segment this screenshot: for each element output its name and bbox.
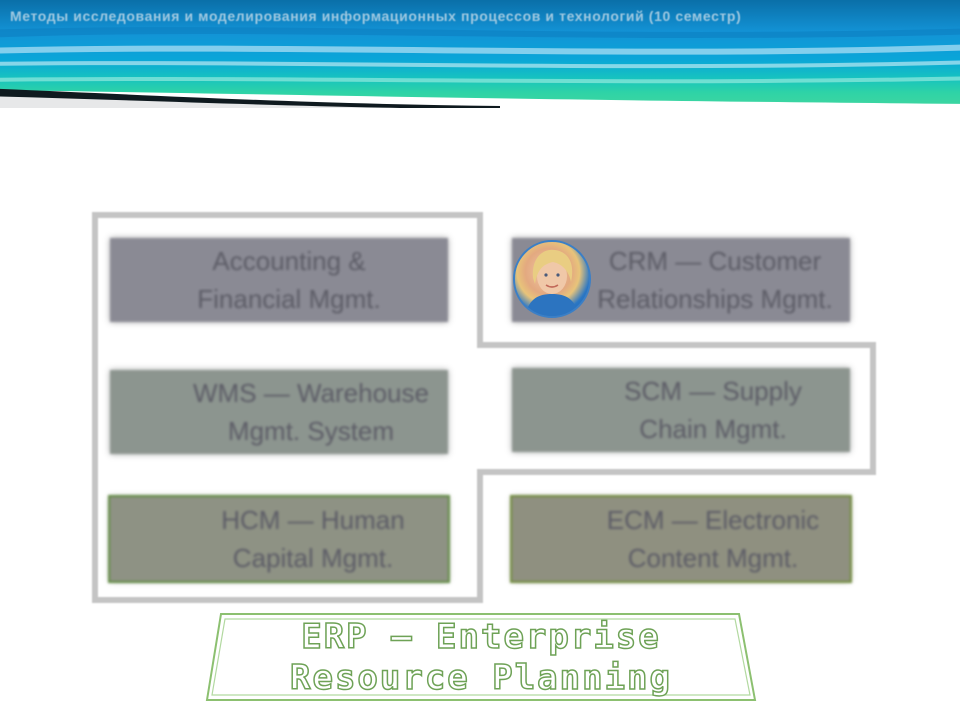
module-hcm: HCM — Human Capital Mgmt. xyxy=(108,495,450,583)
module-scm: SCM — Supply Chain Mgmt. xyxy=(512,368,850,452)
erp-caption-text: ERP — Enterprise Resource Planning xyxy=(205,612,757,699)
module-ecm: ECM — Electronic Content Mgmt. xyxy=(510,495,852,583)
module-crm: CRM — Customer Relationships Mgmt. xyxy=(512,238,850,322)
erp-caption-frame xyxy=(205,613,757,701)
module-ecm-line1: ECM — Electronic xyxy=(606,505,820,535)
banner-stripes xyxy=(0,27,960,108)
erp-caption-line1: ERP — Enterprise xyxy=(300,616,661,658)
module-scm-line1: SCM — Supply xyxy=(624,376,802,406)
module-wms-line2: Mgmt. System xyxy=(227,416,395,446)
module-hcm-line1: HCM — Human xyxy=(221,505,405,535)
erp-caption-line2: Resource Planning xyxy=(289,657,672,699)
page-title: Методы исследования и моделирования инфо… xyxy=(10,8,742,24)
module-ecm-line2: Content Mgmt. xyxy=(627,543,799,573)
module-scm-line2: Chain Mgmt. xyxy=(639,414,787,444)
erp-caption: ERP — Enterprise Resource Planning xyxy=(205,612,757,702)
module-accounting-line2: Financial Mgmt. xyxy=(197,284,381,314)
module-accounting-line1: Accounting & xyxy=(212,246,366,276)
module-accounting: Accounting & Financial Mgmt. xyxy=(110,238,448,322)
module-hcm-line2: Capital Mgmt. xyxy=(232,543,394,573)
module-wms: WMS — Warehouse Mgmt. System xyxy=(110,370,448,454)
module-crm-line2: Relationships Mgmt. xyxy=(597,284,833,314)
module-crm-line1: CRM — Customer xyxy=(608,246,822,276)
person-photo-icon xyxy=(513,240,591,318)
module-wms-line1: WMS — Warehouse xyxy=(193,378,429,408)
header-banner: Методы исследования и моделирования инфо… xyxy=(0,0,960,108)
